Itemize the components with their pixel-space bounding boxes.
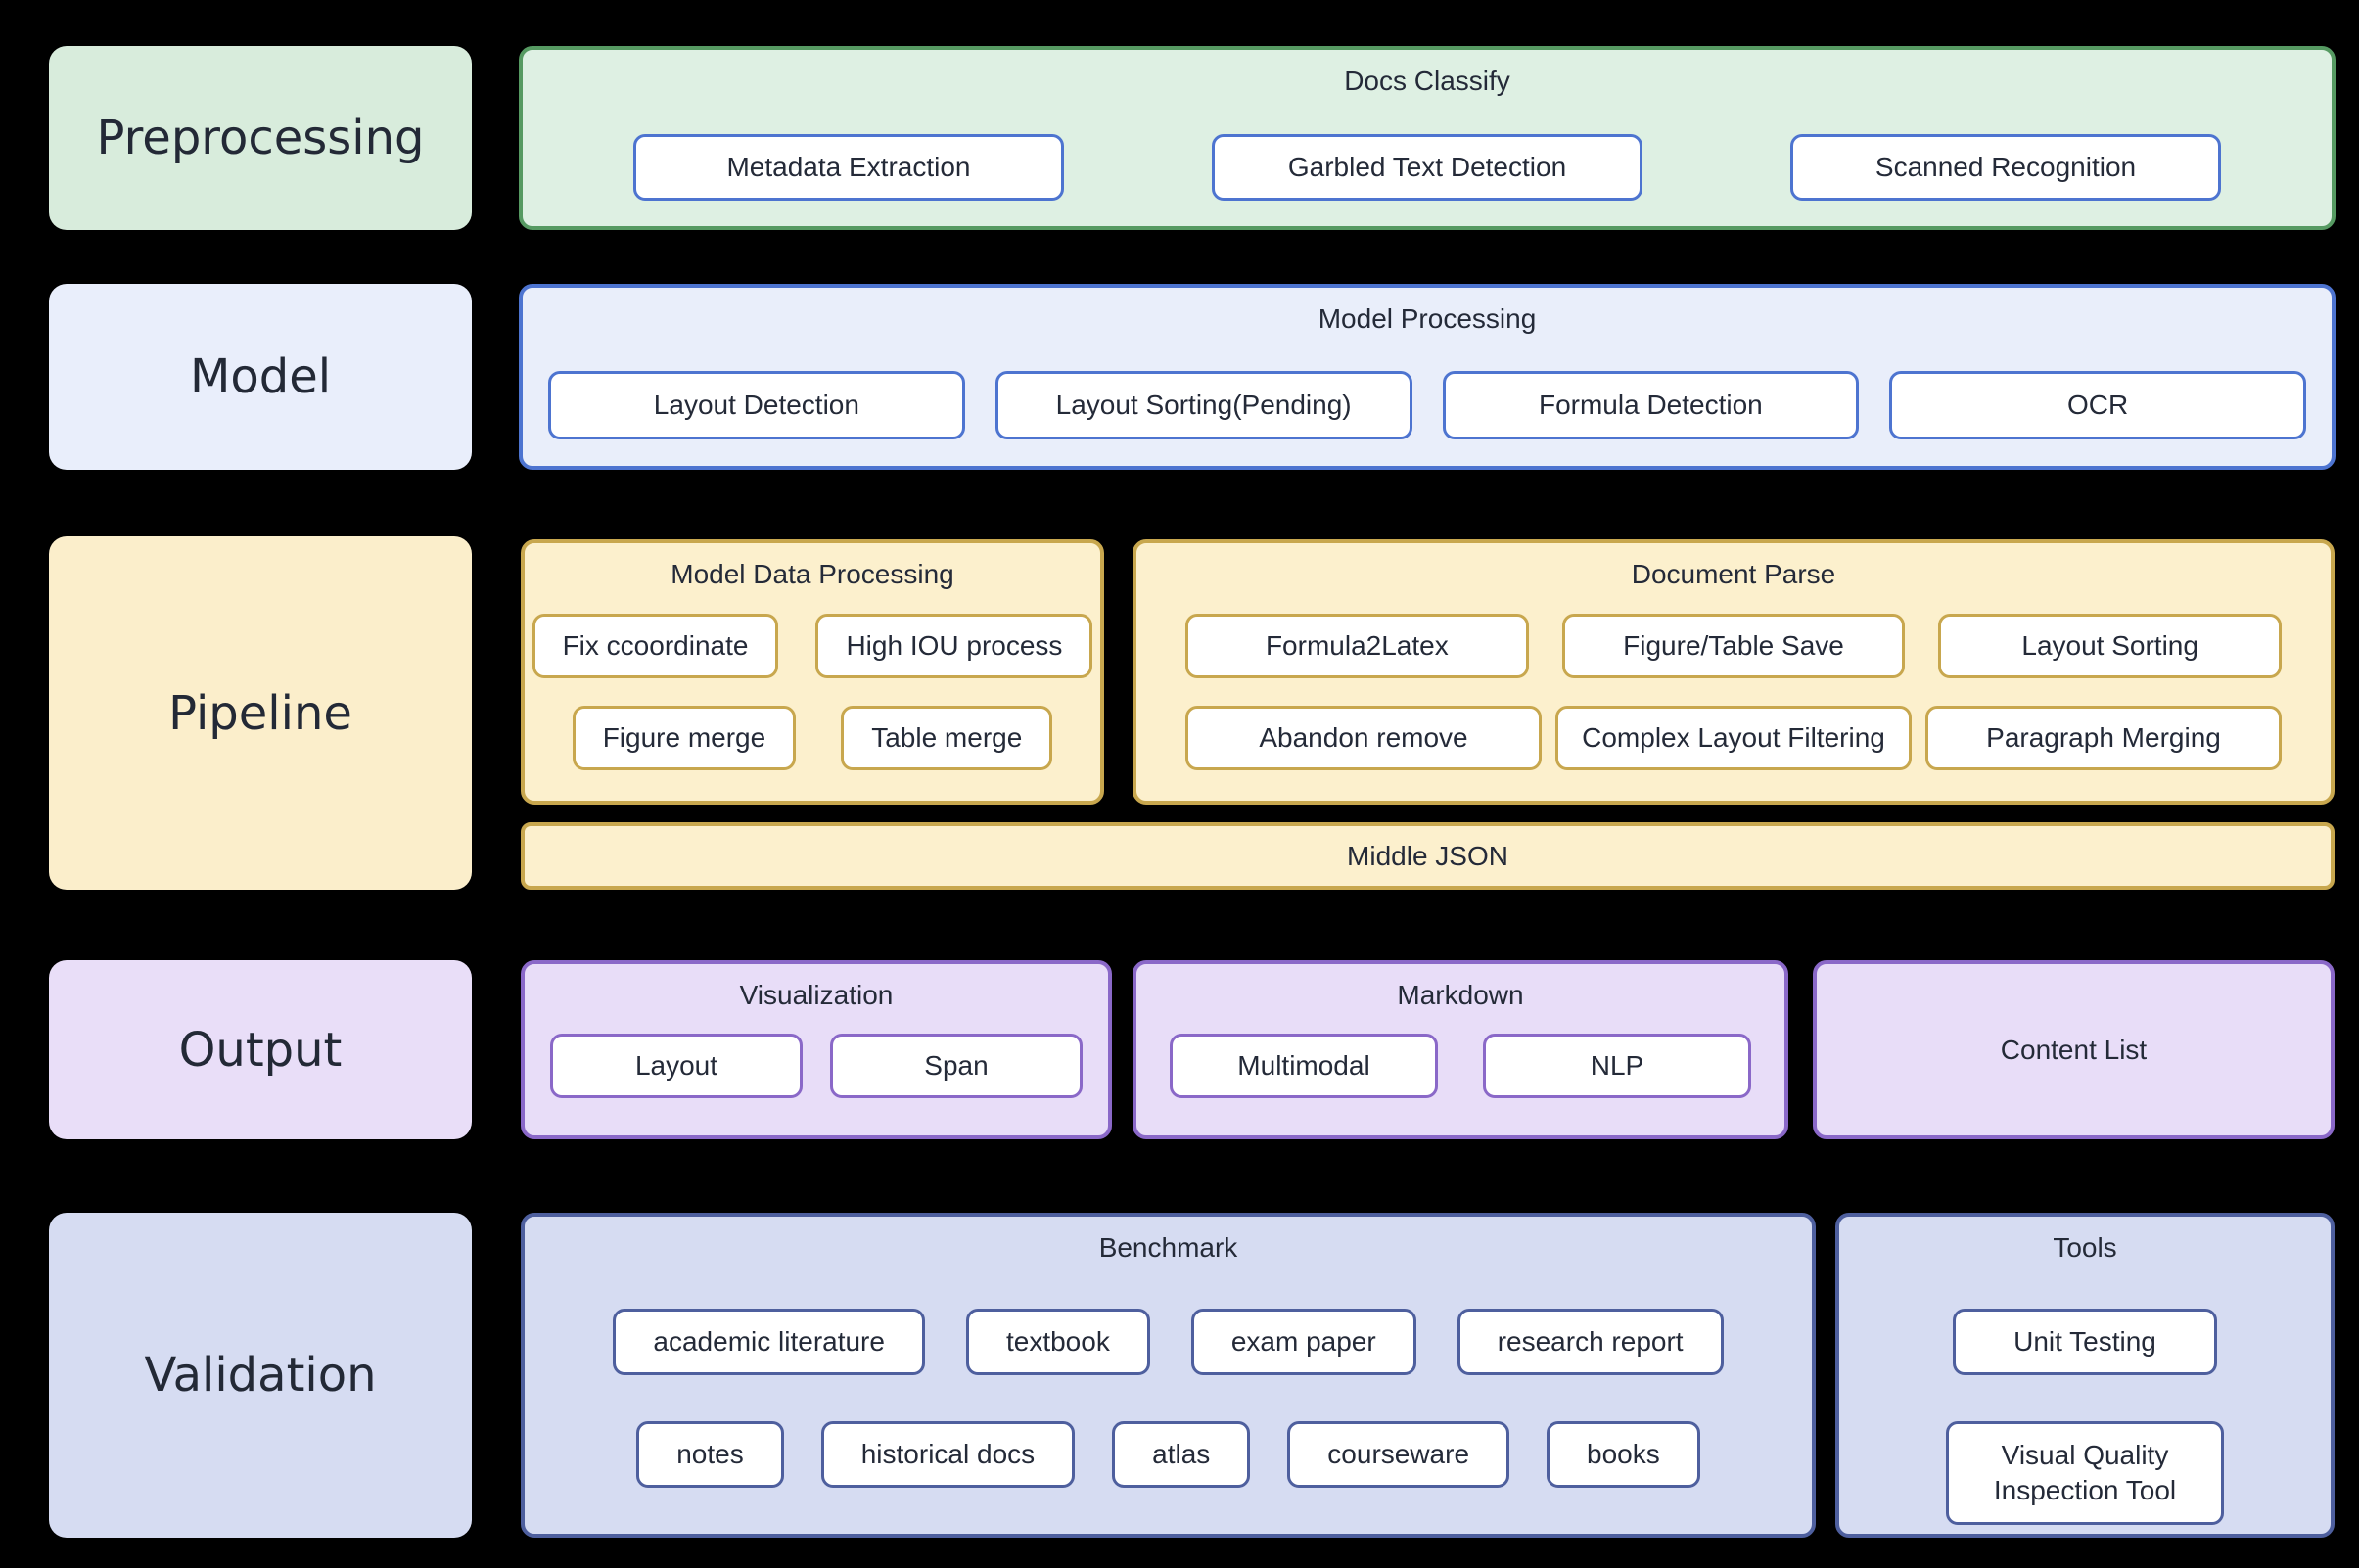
node-table-merge: Table merge: [841, 706, 1053, 770]
node-abandon-remove: Abandon remove: [1185, 706, 1542, 770]
node-layout-detection: Layout Detection: [548, 371, 965, 439]
node-academic-literature: academic literature: [613, 1309, 925, 1375]
model-data-processing-row2: Figure merge Table merge: [525, 706, 1100, 770]
markdown-group: Markdown Multimodal NLP: [1133, 960, 1788, 1139]
middle-json-bar: Middle JSON: [521, 822, 2335, 890]
benchmark-row1: academic literature textbook exam paper …: [525, 1309, 1812, 1375]
model-processing-group: Model Processing Layout Detection Layout…: [519, 284, 2336, 470]
visualization-group: Visualization Layout Span: [521, 960, 1112, 1139]
document-parse-row2: Abandon remove Complex Layout Filtering …: [1136, 706, 2331, 770]
node-visual-quality-inspection-tool: Visual Quality Inspection Tool: [1946, 1421, 2224, 1525]
benchmark-row2: notes historical docs atlas courseware b…: [525, 1421, 1812, 1488]
node-layout-sorting-pending: Layout Sorting(Pending): [994, 371, 1412, 439]
node-ocr: OCR: [1889, 371, 2306, 439]
visualization-title: Visualization: [739, 980, 894, 1010]
tools-title: Tools: [2053, 1232, 2117, 1263]
benchmark-title: Benchmark: [1098, 1232, 1238, 1263]
node-courseware: courseware: [1287, 1421, 1510, 1488]
node-exam-paper: exam paper: [1190, 1309, 1416, 1375]
markdown-nodes: Multimodal NLP: [1136, 1034, 1784, 1098]
node-formula-detection: Formula Detection: [1442, 371, 1860, 439]
row-label-preprocessing: Preprocessing: [49, 46, 472, 230]
node-high-iou-process: High IOU process: [815, 614, 1093, 678]
node-layout: Layout: [550, 1034, 803, 1098]
benchmark-group: Benchmark academic literature textbook e…: [521, 1213, 1816, 1538]
node-notes: notes: [636, 1421, 784, 1488]
tools-row2: Visual Quality Inspection Tool: [1839, 1421, 2331, 1525]
model-processing-title: Model Processing: [1318, 303, 1537, 334]
document-parse-title: Document Parse: [1631, 559, 1836, 589]
document-parse-row1: Formula2Latex Figure/Table Save Layout S…: [1136, 614, 2331, 678]
node-nlp: NLP: [1483, 1034, 1751, 1098]
node-figure-table-save: Figure/Table Save: [1561, 614, 1906, 678]
node-formula2latex: Formula2Latex: [1185, 614, 1529, 678]
node-books: books: [1547, 1421, 1700, 1488]
document-parse-group: Document Parse Formula2Latex Figure/Tabl…: [1133, 539, 2335, 805]
node-layout-sorting: Layout Sorting: [1938, 614, 2283, 678]
node-metadata-extraction: Metadata Extraction: [633, 134, 1064, 201]
model-data-processing-group: Model Data Processing Fix ccoordinate Hi…: [521, 539, 1104, 805]
node-scanned-recognition: Scanned Recognition: [1790, 134, 2221, 201]
node-multimodal: Multimodal: [1170, 1034, 1438, 1098]
content-list-title: Content List: [2000, 1034, 2148, 1065]
node-fix-ccoordinate: Fix ccoordinate: [532, 614, 779, 678]
docs-classify-title: Docs Classify: [1344, 66, 1510, 96]
row-label-model: Model: [49, 284, 472, 470]
docs-classify-group: Docs Classify Metadata Extraction Garble…: [519, 46, 2336, 230]
content-list-group: Content List: [1813, 960, 2335, 1139]
node-textbook: textbook: [965, 1309, 1150, 1375]
row-label-output: Output: [49, 960, 472, 1139]
node-complex-layout-filtering: Complex Layout Filtering: [1555, 706, 1912, 770]
node-garbled-text-detection: Garbled Text Detection: [1212, 134, 1642, 201]
node-research-report: research report: [1457, 1309, 1724, 1375]
row-label-validation: Validation: [49, 1213, 472, 1538]
model-processing-nodes: Layout Detection Layout Sorting(Pending)…: [523, 371, 2332, 439]
node-paragraph-merging: Paragraph Merging: [1925, 706, 2282, 770]
middle-json-label: Middle JSON: [1347, 840, 1508, 871]
visualization-nodes: Layout Span: [525, 1034, 1108, 1098]
node-unit-testing: Unit Testing: [1953, 1309, 2217, 1375]
row-label-pipeline: Pipeline: [49, 536, 472, 890]
docs-classify-nodes: Metadata Extraction Garbled Text Detecti…: [523, 134, 2332, 201]
node-span: Span: [830, 1034, 1083, 1098]
tools-row1: Unit Testing: [1839, 1309, 2331, 1375]
node-historical-docs: historical docs: [820, 1421, 1076, 1488]
node-figure-merge: Figure merge: [572, 706, 797, 770]
tools-group: Tools Unit Testing Visual Quality Inspec…: [1835, 1213, 2335, 1538]
model-data-processing-row1: Fix ccoordinate High IOU process: [525, 614, 1100, 678]
model-data-processing-title: Model Data Processing: [671, 559, 954, 589]
node-atlas: atlas: [1112, 1421, 1251, 1488]
markdown-title: Markdown: [1397, 980, 1524, 1010]
